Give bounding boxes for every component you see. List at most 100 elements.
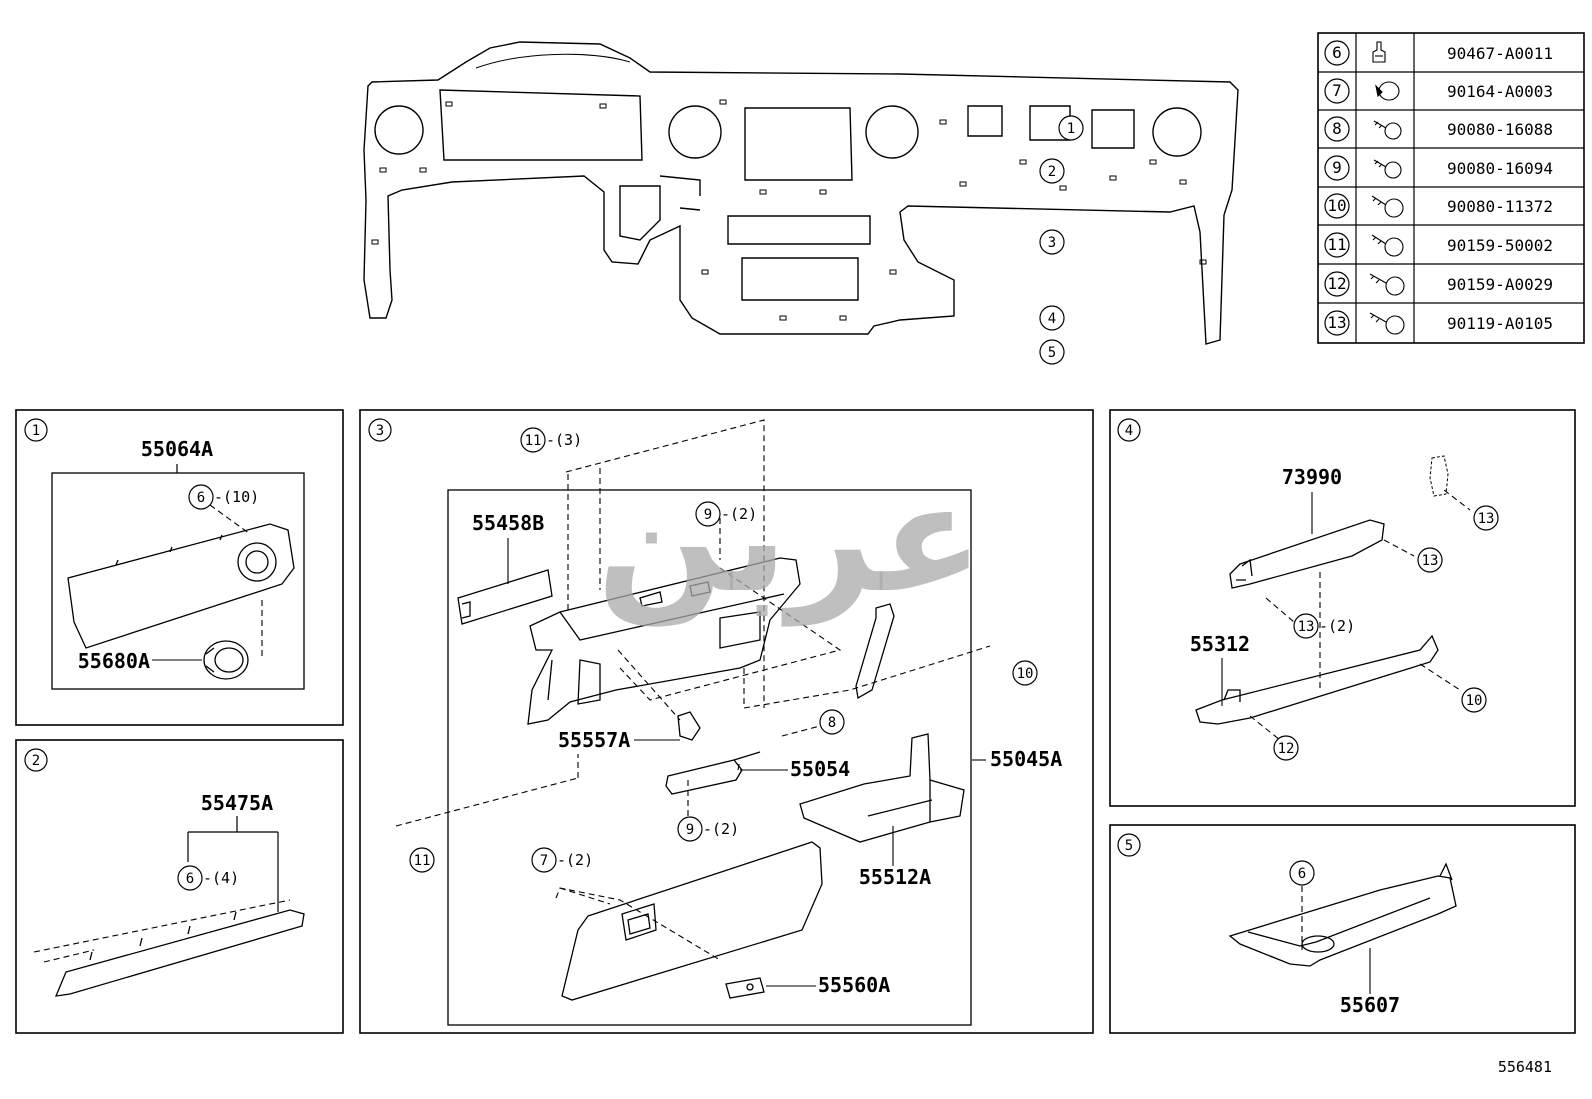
table-row: 13 90119-A0105 <box>1324 310 1553 336</box>
callout-11: 11 <box>414 853 431 869</box>
panel-4: 4 73990 55312 13 13 13 -(2) 10 12 <box>1109 409 1576 807</box>
qty-label: -(2) <box>1319 617 1355 635</box>
damper-drawing <box>677 711 701 741</box>
svg-text:1: 1 <box>1067 121 1075 137</box>
qty-label: -(10) <box>214 488 259 506</box>
table-row: 11 90159-50002 <box>1324 232 1553 258</box>
panel-number: 5 <box>1125 838 1133 854</box>
table-part-number: 90159-50002 <box>1447 236 1553 255</box>
glove-box-frame-drawing <box>527 557 801 725</box>
panel-2: 2 55475A 6 -(4) <box>15 739 344 1034</box>
part-label: 55560A <box>818 973 890 997</box>
part-label: 55458B <box>472 511 544 535</box>
callout-6: 6 <box>197 490 205 506</box>
callout-13: 13 <box>1422 553 1439 569</box>
svg-text:5: 5 <box>1048 345 1056 361</box>
part-label: 55680A <box>78 649 150 673</box>
callout-10: 10 <box>1017 666 1034 682</box>
table-callout: 11 <box>1327 235 1346 254</box>
table-row: 10 90080-11372 <box>1324 193 1553 219</box>
part-label: 55512A <box>859 865 931 889</box>
table-part-number: 90467-A0011 <box>1447 44 1553 63</box>
cluster-trim-drawing <box>67 523 295 649</box>
part-label: 55607 <box>1340 993 1400 1017</box>
qty-label: -(2) <box>703 820 739 838</box>
fastener-table: 6 90467-A0011 7 90164-A0003 8 90080-160 <box>1317 32 1585 344</box>
table-row: 12 90159-A0029 <box>1324 271 1553 297</box>
undercover-lower-drawing <box>1195 634 1439 725</box>
table-callout: 12 <box>1327 274 1346 293</box>
panel-number: 3 <box>376 423 384 439</box>
part-label: 55054 <box>790 757 850 781</box>
qty-label: -(4) <box>203 869 239 887</box>
table-callout: 13 <box>1327 313 1346 332</box>
part-label: 55557A <box>558 728 630 752</box>
callout-7: 7 <box>540 853 548 869</box>
clip-icon <box>1372 41 1386 63</box>
vent-drawing <box>203 640 249 680</box>
watermark: عربن <box>596 452 983 627</box>
glove-box-door-drawing <box>561 841 823 1001</box>
screw-icon <box>1369 312 1405 335</box>
qty-label: -(3) <box>546 431 582 449</box>
panel-number: 4 <box>1125 423 1133 439</box>
callout-5: 5 <box>1039 339 1065 365</box>
rivet-icon <box>1375 81 1400 101</box>
callout-8: 8 <box>828 715 836 731</box>
screw-icon <box>1369 273 1405 296</box>
table-callout: 6 <box>1332 43 1342 62</box>
table-row: 6 90467-A0011 <box>1324 40 1553 66</box>
callout-11: 11 <box>525 433 542 449</box>
panel-outline <box>363 41 1239 345</box>
table-part-number: 90119-A0105 <box>1447 314 1553 333</box>
table-row: 8 90080-16088 <box>1324 116 1553 142</box>
undercover-upper-drawing <box>1229 519 1385 589</box>
callout-2: 2 <box>1039 158 1065 184</box>
callout-1: 1 <box>1058 115 1084 141</box>
callout-9: 9 <box>704 507 712 523</box>
panel-1: 1 55064A 6 -(10) 55680A <box>15 409 344 726</box>
table-callout: 8 <box>1332 119 1342 138</box>
svg-text:3: 3 <box>1048 235 1056 251</box>
callout-13: 13 <box>1298 619 1315 635</box>
instrument-panel-overview <box>363 41 1239 345</box>
stopper-drawing <box>665 751 761 795</box>
panel-3: 3 <box>359 409 1094 1034</box>
glove-box-inner-drawing <box>799 733 965 843</box>
panel-number: 1 <box>32 423 40 439</box>
lock-cylinder-drawing <box>725 977 765 999</box>
table-row: 7 90164-A0003 <box>1324 78 1553 104</box>
tray-drawing <box>1228 862 1457 967</box>
screw-icon <box>1371 234 1404 257</box>
clip-drawing <box>1429 455 1449 497</box>
screw-icon <box>1373 120 1402 140</box>
diagram-reference: 556481 <box>1498 1058 1552 1076</box>
part-label: 55312 <box>1190 632 1250 656</box>
table-callout: 10 <box>1327 196 1346 215</box>
part-label: 55045A <box>990 747 1062 771</box>
callout-9: 9 <box>686 822 694 838</box>
callout-6: 6 <box>186 871 194 887</box>
part-label: 55064A <box>141 437 213 461</box>
table-part-number: 90159-A0029 <box>1447 275 1553 294</box>
lower-trim-drawing <box>54 909 305 997</box>
table-callout: 7 <box>1332 81 1342 100</box>
panel-number: 2 <box>32 753 40 769</box>
qty-label: -(2) <box>557 851 593 869</box>
bracket-drawing <box>457 569 553 625</box>
callout-13: 13 <box>1478 511 1495 527</box>
part-label: 73990 <box>1282 465 1342 489</box>
callout-6: 6 <box>1298 866 1306 882</box>
svg-text:2: 2 <box>1048 164 1056 180</box>
overview-callouts: 1 2 3 4 5 <box>1039 115 1084 365</box>
table-callout: 9 <box>1332 158 1342 177</box>
side-trim-drawing <box>855 603 895 700</box>
table-part-number: 90080-16094 <box>1447 159 1553 178</box>
part-label: 55475A <box>201 791 273 815</box>
qty-label: -(2) <box>721 505 757 523</box>
callout-12: 12 <box>1278 741 1295 757</box>
callout-4: 4 <box>1039 305 1065 331</box>
callout-3: 3 <box>1039 229 1065 255</box>
table-part-number: 90080-11372 <box>1447 197 1553 216</box>
